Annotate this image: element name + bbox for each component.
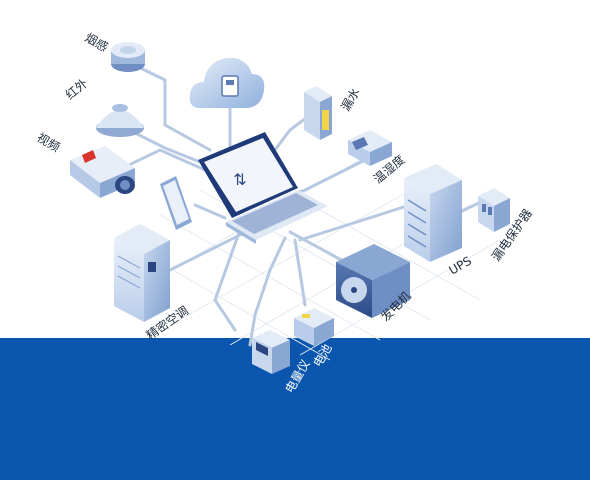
smoke-label: 烟感 bbox=[83, 30, 111, 55]
infrared-label: 红外 bbox=[62, 75, 90, 102]
svg-text:⇅: ⇅ bbox=[233, 170, 246, 189]
link-temp bbox=[288, 158, 367, 197]
power-meter-icon bbox=[252, 330, 290, 374]
ups-cabinet-icon bbox=[404, 164, 462, 262]
blue-footer-band bbox=[0, 338, 590, 480]
video-label: 视频 bbox=[35, 130, 63, 155]
generator-icon bbox=[336, 244, 410, 318]
water-leak-sensor-icon bbox=[304, 86, 332, 140]
precision-ac-icon bbox=[114, 224, 170, 322]
thermo-hygrometer-icon bbox=[348, 130, 392, 166]
laptop-icon: ⇅ bbox=[198, 132, 328, 244]
link-battery bbox=[293, 238, 307, 307]
camera-icon bbox=[70, 146, 135, 198]
link-lan bbox=[213, 228, 242, 332]
link-water bbox=[273, 113, 312, 152]
link-meter bbox=[248, 236, 287, 347]
smoke-detector-icon bbox=[111, 42, 145, 72]
battery-icon bbox=[294, 308, 334, 346]
link-generator bbox=[288, 230, 347, 264]
infrared-sensor-icon bbox=[96, 104, 144, 137]
circuit-breaker-icon bbox=[478, 188, 510, 232]
smartphone-icon bbox=[160, 176, 192, 230]
link-phone bbox=[193, 203, 227, 220]
cloud-storage-icon bbox=[189, 57, 265, 108]
link-smoke bbox=[126, 60, 212, 152]
link-ups bbox=[298, 203, 412, 242]
link-infrared bbox=[123, 126, 202, 164]
water-leak-label: 漏水 bbox=[338, 86, 362, 114]
